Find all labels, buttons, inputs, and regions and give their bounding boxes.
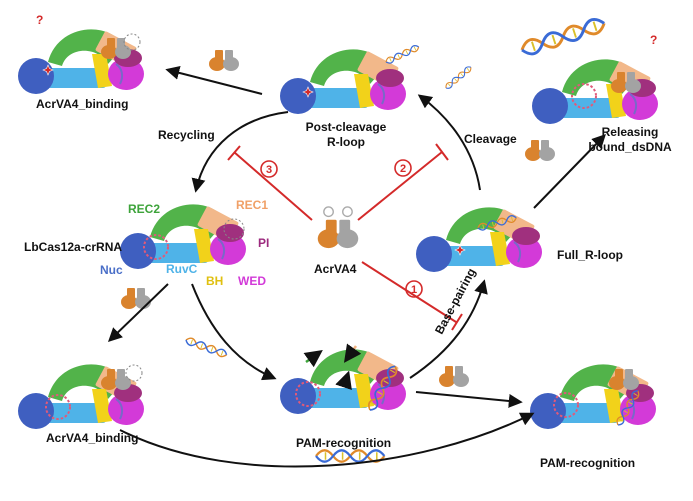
question-mark-left: ?	[36, 13, 43, 27]
label-releasing-line2: bound_dsDNA	[588, 140, 672, 154]
domain-nuc: Nuc	[100, 263, 123, 277]
domain-wed: WED	[238, 274, 266, 288]
dna-helix-icon	[518, 15, 608, 59]
label-inhibitor: AcrVA4	[314, 262, 357, 276]
domain-pi: PI	[258, 236, 270, 250]
arrow-bottom-sweep	[119, 412, 535, 468]
acrva4-dimer-icon	[209, 50, 239, 71]
domain-rec2: REC2	[128, 202, 161, 216]
label-complex-name: LbCas12a-crRNA	[24, 240, 123, 254]
label-acrva4-binding-top: AcrVA4_binding	[36, 97, 129, 111]
arrow-releasing	[533, 133, 606, 209]
complex-lbcas12a-crrna	[119, 203, 247, 270]
acrva4-dimer-icon	[525, 140, 555, 161]
complex-pam-recognition-right	[529, 363, 657, 430]
acrva4-dimer-icon	[439, 366, 469, 387]
label-post-cleavage: Post-cleavage R-loop	[296, 120, 396, 150]
question-mark-right: ?	[650, 33, 657, 47]
arrow-recycling	[191, 111, 289, 193]
complex-releasing	[531, 58, 659, 125]
label-pam-recognition-right: PAM-recognition	[540, 456, 636, 470]
domain-ruvc: RuvC	[166, 262, 198, 276]
dna-helix-icon	[443, 64, 474, 91]
complex-post-cleavage	[279, 43, 421, 115]
label-post-cleavage-line2: R-loop	[327, 135, 365, 149]
step-markers	[260, 159, 423, 298]
arrow-to-pam-recognition	[191, 283, 277, 381]
label-cleavage: Cleavage	[464, 132, 517, 146]
label-full-r-loop: Full_R-loop	[557, 248, 623, 262]
complex-full-r-loop	[415, 206, 543, 273]
arrow-base-pairing	[409, 279, 488, 379]
dna-helix-icon	[184, 335, 229, 359]
inhibition-lines	[227, 143, 463, 331]
step-1-label: 1	[411, 284, 417, 296]
label-acrva4-binding-bottom: AcrVA4_binding	[46, 431, 139, 445]
complex-pam-recognition-center	[279, 343, 407, 415]
complex-acrva4-binding-top	[17, 28, 145, 95]
label-post-cleavage-line1: Post-cleavage	[305, 120, 387, 134]
acrva4-center-icon	[317, 206, 359, 249]
arrow-to-acrva4-binding-top	[165, 65, 263, 95]
label-recycling: Recycling	[158, 128, 215, 142]
domain-bh: BH	[206, 274, 224, 288]
arrow-cleavage	[417, 94, 481, 191]
label-releasing-line1: Releasing	[601, 125, 659, 139]
step-3-label: 3	[266, 164, 272, 176]
step-2-label: 2	[400, 163, 406, 175]
label-releasing: Releasing bound_dsDNA	[580, 125, 680, 155]
arrow-to-acrva4-binding-bottom	[107, 283, 169, 342]
arrow-to-pam-recognition-right	[415, 391, 523, 408]
complex-acrva4-binding-bottom	[17, 363, 145, 430]
label-pam-recognition-center: PAM-recognition	[296, 436, 392, 450]
domain-rec1: REC1	[236, 198, 269, 212]
step-numbers: 3 2 1	[266, 163, 417, 296]
